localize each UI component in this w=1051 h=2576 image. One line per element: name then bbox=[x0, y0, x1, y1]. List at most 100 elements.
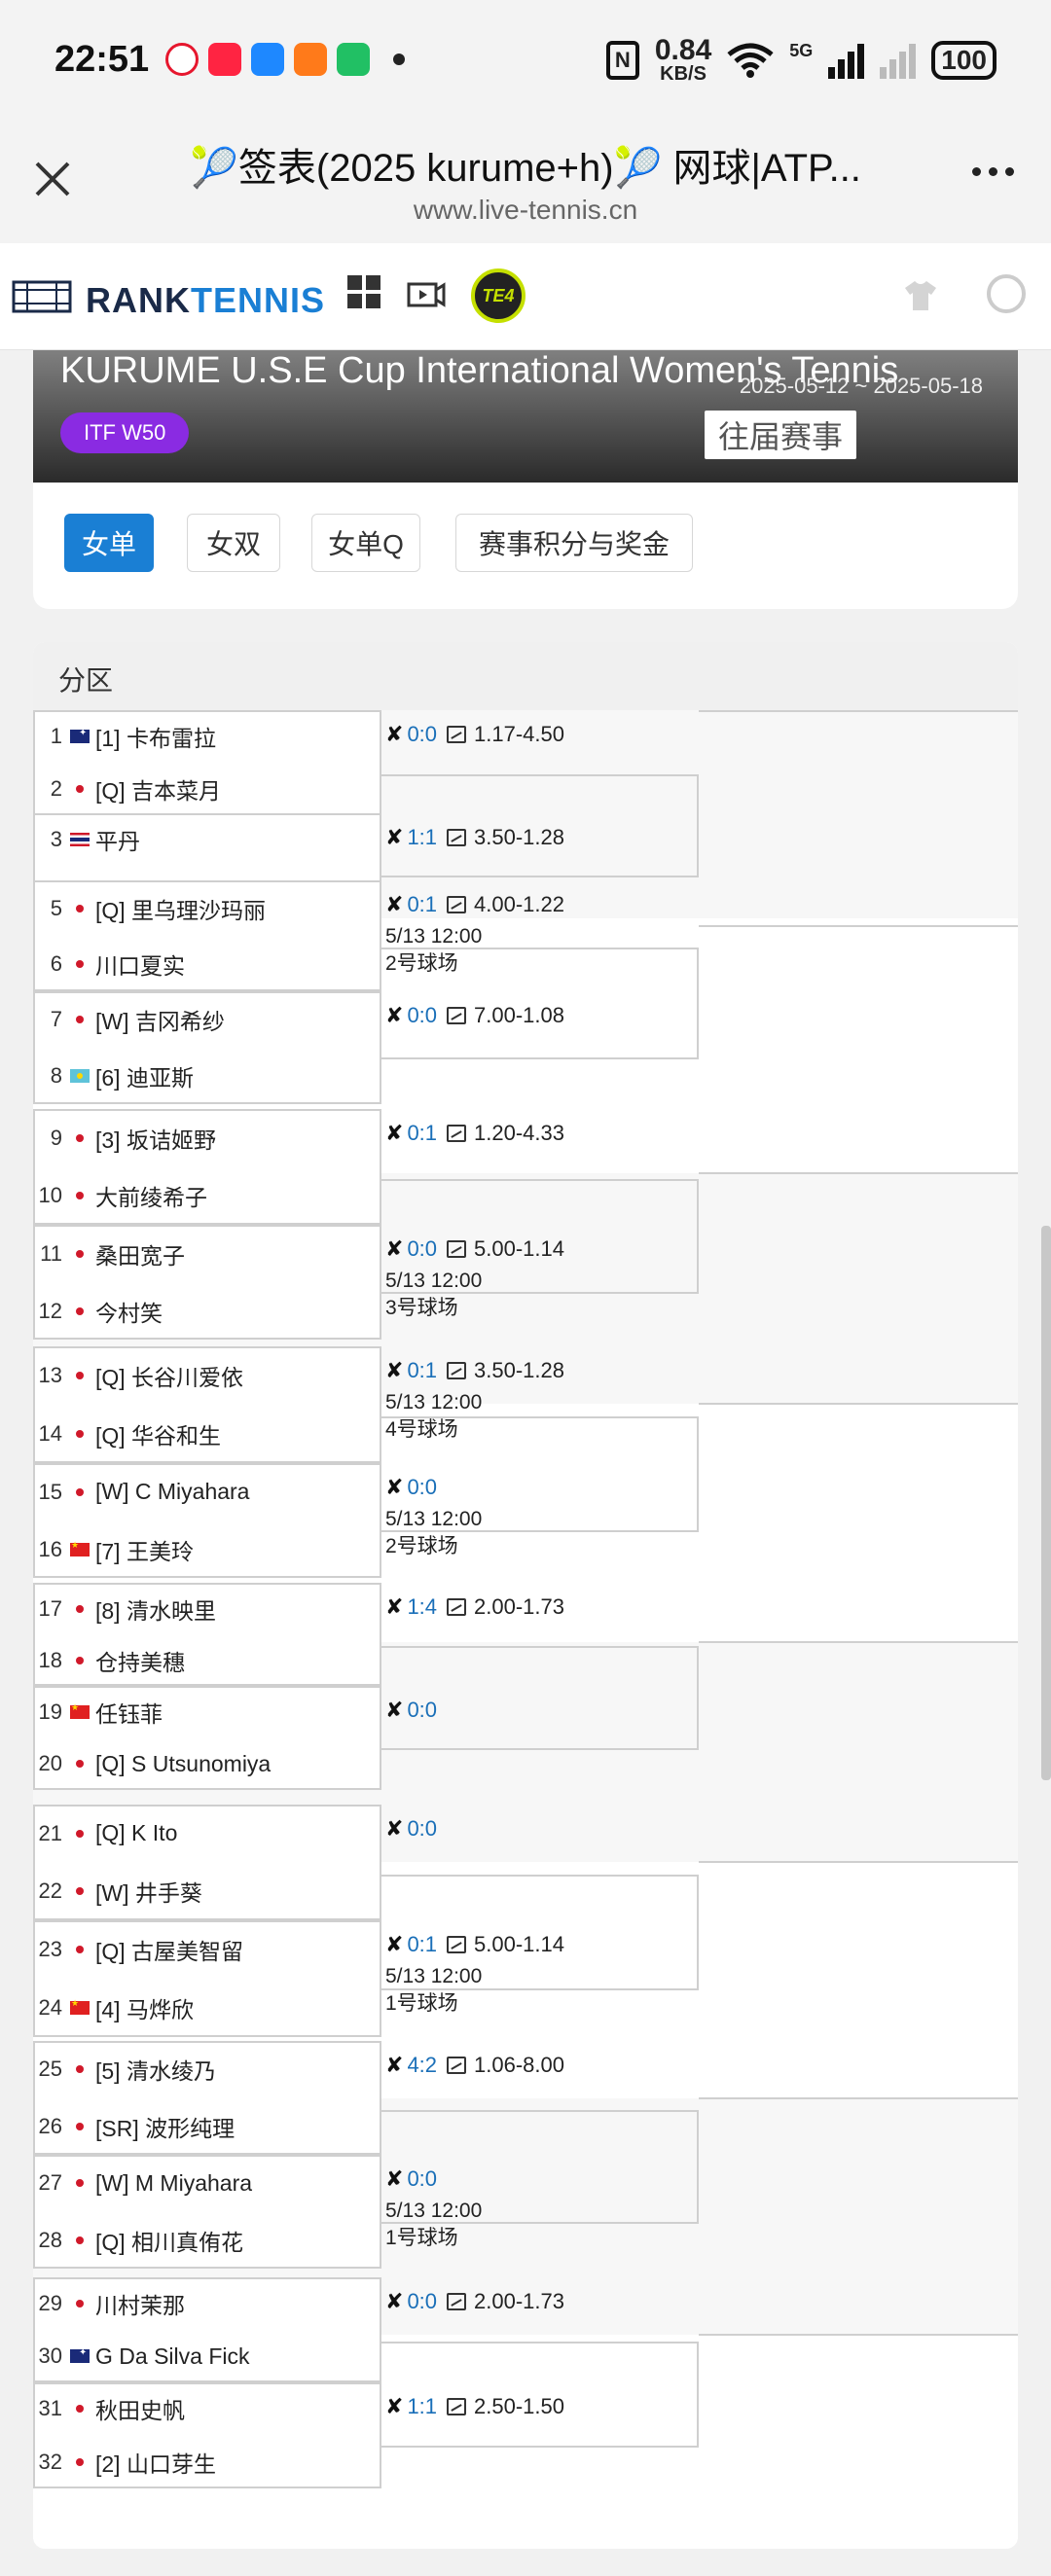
player-name[interactable]: [Q] 里乌理沙玛丽 bbox=[95, 897, 267, 923]
player-name[interactable]: [W] 井手葵 bbox=[95, 1880, 202, 1907]
player-name[interactable]: [Q] 古屋美智留 bbox=[95, 1939, 244, 1964]
player-row[interactable]: 14[Q] 华谷和生 bbox=[33, 1414, 381, 1453]
player-name[interactable]: 大前绫希子 bbox=[95, 1185, 207, 1211]
scrollbar[interactable] bbox=[1041, 1226, 1051, 1780]
close-icon[interactable] bbox=[33, 160, 72, 198]
match-odds[interactable]: ✘0:0 bbox=[385, 1694, 447, 1727]
player-row[interactable]: 8[6] 迪亚斯 bbox=[33, 1056, 381, 1095]
h2h-record[interactable]: 0:1 bbox=[407, 1121, 438, 1145]
player-name[interactable]: [SR] 波形纯理 bbox=[95, 2115, 236, 2141]
player-name[interactable]: [4] 马烨欣 bbox=[95, 1997, 194, 2022]
h2h-record[interactable]: 0:1 bbox=[407, 1358, 438, 1382]
tab-womens-doubles[interactable]: 女双 bbox=[187, 514, 280, 572]
h2h-record[interactable]: 0:0 bbox=[407, 2289, 438, 2313]
player-row[interactable]: 1[1] 卡布雷拉 bbox=[33, 717, 381, 756]
player-name[interactable]: 平丹 bbox=[95, 829, 140, 854]
player-row[interactable]: 5[Q] 里乌理沙玛丽 bbox=[33, 889, 381, 928]
player-row[interactable]: 13[Q] 长谷川爱依 bbox=[33, 1356, 381, 1395]
player-name[interactable]: [Q] 长谷川爱依 bbox=[95, 1365, 244, 1390]
h2h-record[interactable]: 1:1 bbox=[407, 825, 438, 849]
player-name[interactable]: [Q] 相川真侑花 bbox=[95, 2229, 244, 2255]
player-name[interactable]: [Q] K Ito bbox=[95, 1820, 178, 1846]
te4-logo-icon[interactable]: TE4 bbox=[471, 268, 526, 323]
grid-menu-icon[interactable] bbox=[346, 274, 381, 309]
player-name[interactable]: 今村笑 bbox=[95, 1300, 163, 1326]
tab-womens-singles[interactable]: 女单 bbox=[64, 514, 154, 572]
site-logo[interactable]: RANKTENNIS bbox=[86, 280, 325, 321]
h2h-record[interactable]: 0:0 bbox=[407, 1236, 438, 1261]
video-icon[interactable] bbox=[407, 276, 446, 309]
h2h-record[interactable]: 0:0 bbox=[407, 2166, 438, 2191]
player-row[interactable]: 24[4] 马烨欣 bbox=[33, 1988, 381, 2027]
player-name[interactable]: 川村茉那 bbox=[95, 2293, 185, 2318]
player-name[interactable]: 秋田史帆 bbox=[95, 2398, 185, 2424]
h2h-record[interactable]: 0:1 bbox=[407, 892, 438, 916]
player-name[interactable]: 川口夏实 bbox=[95, 952, 185, 979]
player-name[interactable]: [2] 山口芽生 bbox=[95, 2451, 216, 2477]
h2h-record[interactable]: 0:0 bbox=[407, 1475, 438, 1499]
player-row[interactable]: 22[W] 井手葵 bbox=[33, 1872, 381, 1911]
player-row[interactable]: 28[Q] 相川真侑花 bbox=[33, 2221, 381, 2260]
h2h-record[interactable]: 0:0 bbox=[407, 1698, 438, 1722]
player-name[interactable]: [W] C Miyahara bbox=[95, 1479, 250, 1504]
more-menu-icon[interactable] bbox=[972, 167, 1014, 176]
player-row[interactable]: 20[Q] S Utsunomiya bbox=[33, 1744, 381, 1783]
player-row[interactable]: 9[3] 坂诘姬野 bbox=[33, 1119, 381, 1158]
match-odds[interactable]: ✘0:0 bbox=[385, 2163, 447, 2196]
player-row[interactable]: 16[7] 王美玲 bbox=[33, 1530, 381, 1569]
player-name[interactable]: 仓持美穗 bbox=[95, 1649, 185, 1675]
match-odds[interactable]: ✘0:0 bbox=[385, 1812, 447, 1845]
player-name[interactable]: [W] 吉冈希纱 bbox=[95, 1009, 225, 1034]
page-url[interactable]: www.live-tennis.cn bbox=[413, 195, 638, 225]
player-row[interactable]: 25[5] 清水绫乃 bbox=[33, 2050, 381, 2089]
player-name[interactable]: [6] 迪亚斯 bbox=[95, 1065, 194, 1091]
h2h-record[interactable]: 1:1 bbox=[407, 2394, 438, 2418]
player-row[interactable]: 21[Q] K Ito bbox=[33, 1814, 381, 1853]
player-name[interactable]: [8] 清水映里 bbox=[95, 1597, 216, 1624]
ranktennis-logo-icon[interactable] bbox=[12, 278, 72, 315]
player-row[interactable]: 26[SR] 波形纯理 bbox=[33, 2107, 381, 2146]
player-row[interactable]: 7[W] 吉冈希纱 bbox=[33, 1000, 381, 1039]
player-name[interactable]: 任钰菲 bbox=[95, 1700, 163, 1727]
past-editions-button[interactable]: 往届赛事 bbox=[705, 411, 857, 459]
tab-womens-qualifying[interactable]: 女单Q bbox=[311, 514, 420, 572]
player-row[interactable]: 15[W] C Miyahara bbox=[33, 1473, 381, 1512]
h2h-record[interactable]: 0:0 bbox=[407, 1003, 438, 1027]
player-name[interactable]: [Q] 吉本菜月 bbox=[95, 778, 222, 804]
player-row[interactable]: 2[Q] 吉本菜月 bbox=[33, 769, 381, 808]
player-row[interactable]: 19任钰菲 bbox=[33, 1693, 381, 1732]
tab-points-prize-money[interactable]: 赛事积分与奖金 bbox=[455, 514, 693, 572]
player-row[interactable]: 30G Da Silva Fick bbox=[33, 2337, 381, 2376]
h2h-record[interactable]: 1:4 bbox=[407, 1594, 438, 1619]
player-name[interactable]: [7] 王美玲 bbox=[95, 1538, 194, 1564]
h2h-record[interactable]: 0:0 bbox=[407, 1816, 438, 1841]
player-name[interactable]: 桑田宽子 bbox=[95, 1242, 185, 1269]
player-row[interactable]: 27[W] M Miyahara bbox=[33, 2164, 381, 2202]
player-name[interactable]: [Q] S Utsunomiya bbox=[95, 1750, 272, 1776]
player-name[interactable]: [Q] 华谷和生 bbox=[95, 1423, 222, 1449]
player-name[interactable]: G Da Silva Fick bbox=[95, 2343, 250, 2369]
player-row[interactable]: 32[2] 山口芽生 bbox=[33, 2443, 381, 2482]
h2h-record[interactable]: 4:2 bbox=[407, 2053, 438, 2077]
player-name[interactable]: [3] 坂诘姬野 bbox=[95, 1127, 216, 1153]
player-name[interactable]: [5] 清水绫乃 bbox=[95, 2058, 216, 2085]
